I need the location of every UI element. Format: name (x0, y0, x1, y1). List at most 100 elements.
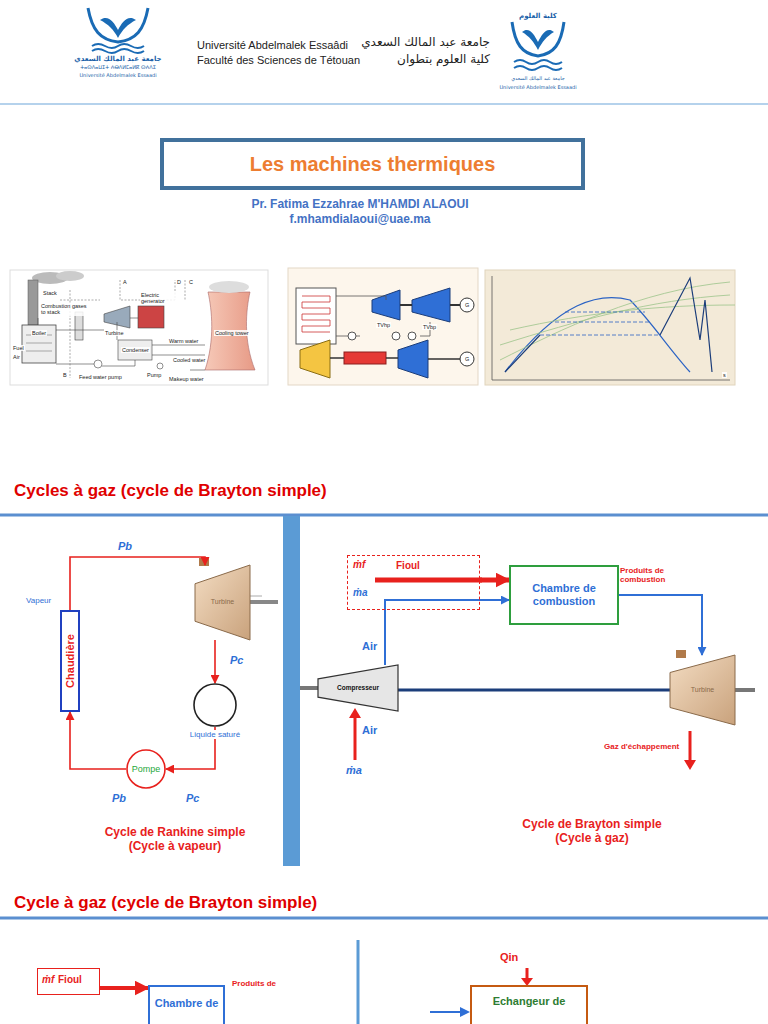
text-label: Université Abdelmalek Essaâdi (197, 39, 348, 52)
text-label: Air (362, 640, 377, 653)
brayton-details (300, 686, 320, 690)
bottom-details (430, 1011, 462, 1013)
text-label: Faculté des Sciences de Tétouan (197, 54, 360, 67)
combined-cycle-picture (302, 296, 330, 332)
picture-label: Boiler (31, 330, 47, 336)
power-plant-picture (10, 270, 268, 385)
power-plant-picture (60, 280, 185, 378)
picture-label: Air (12, 354, 21, 360)
connector (70, 557, 205, 610)
power-plant-picture (157, 363, 163, 369)
text-label: Qin (500, 951, 518, 964)
power-plant-picture (28, 280, 38, 325)
power-plant-picture (22, 325, 56, 363)
rankine-details (250, 600, 278, 604)
text-label: Pb (112, 792, 126, 805)
text-label: جامعة عبد المالك السعدي (511, 76, 565, 82)
text-label: Gaz d'échappement (604, 742, 679, 751)
picture-label: Makeup water (168, 376, 205, 382)
ts-diagram-picture (485, 270, 735, 385)
power-plant-picture (75, 312, 83, 340)
node-text: Echangeur de (493, 995, 566, 1008)
ts-diagram-picture (492, 276, 730, 380)
ts-diagram-picture (485, 270, 735, 385)
text-label: كلية العلوم (519, 12, 557, 20)
connector (70, 712, 126, 769)
combined-cycle-picture (336, 296, 430, 336)
power-plant-picture (118, 340, 152, 360)
picture-label: Cooling tower (214, 330, 250, 336)
university-logo-right (514, 66, 562, 70)
text-label: Pr. Fatima Ezzahrae M'HAMDI ALAOUI (251, 198, 468, 212)
power-plant-picture (26, 335, 52, 351)
university-logo-left (88, 8, 148, 42)
circle-outline (193, 683, 237, 727)
connector (398, 689, 670, 692)
text-label: Produits de combustion (620, 566, 692, 584)
brayton-details (349, 708, 361, 718)
header-rule (0, 103, 768, 105)
picture-label: D (176, 279, 182, 285)
power-plant-picture (205, 292, 255, 370)
combined-cycle-picture (460, 298, 474, 312)
university-logo-left (100, 18, 136, 38)
pump-circle: Pompe (126, 749, 166, 789)
ts-diagram-picture (500, 282, 735, 360)
node-text: ṁf (353, 559, 365, 571)
combined-cycle-picture (288, 268, 478, 385)
compressor-symbol: Compresseur (318, 665, 398, 711)
turbine-symbol: Turbine (195, 565, 250, 640)
university-logo-left (92, 49, 144, 53)
power-plant-picture (56, 271, 84, 281)
combined-cycle-picture (330, 358, 462, 359)
brayton-details (375, 578, 482, 583)
picture-label: Feed water pump (78, 374, 123, 380)
connector (619, 595, 702, 655)
combustion-chamber: Chambre de (148, 985, 225, 1024)
node-text: ṁf (42, 974, 54, 986)
boiler-box: Chaudière (60, 610, 80, 712)
combustion-chamber: Chambre de combustion (509, 565, 619, 625)
picture-label: Pump (146, 372, 162, 378)
node-text: Chaudière (64, 634, 77, 688)
combined-cycle-picture (372, 290, 400, 320)
picture-label: Warm water (168, 338, 199, 344)
text-label: Université Abdelmalek Essaadi (499, 85, 576, 91)
picture-label: Combustion gases to stack (40, 303, 88, 316)
circle-outline (127, 750, 165, 788)
text-label: جامعة عبد المالك السعدي (361, 36, 490, 50)
text-label: Vapeur (26, 596, 51, 605)
combined-cycle-picture (288, 268, 478, 385)
turbine-symbol: Turbine (670, 655, 735, 725)
brayton-details (354, 716, 357, 760)
combined-cycle-picture (344, 352, 386, 364)
power-plant-picture (209, 281, 249, 293)
heat-exchanger-box: Echangeur de (470, 985, 588, 1024)
picture-label: s (722, 372, 727, 378)
combined-cycle-picture (408, 332, 416, 340)
brayton-details (684, 760, 696, 770)
brayton-details (676, 650, 686, 658)
picture-label: B (62, 372, 68, 378)
picture-label: C (188, 279, 194, 285)
connector (214, 640, 216, 683)
node-text: Chambre de (155, 997, 219, 1010)
diagram-caption: Cycle de Brayton simple (Cycle à gaz) (507, 818, 677, 846)
connector (100, 986, 148, 990)
column-divider (283, 516, 300, 866)
combined-cycle-picture (412, 288, 450, 322)
node-text: Liquide saturé (188, 730, 242, 739)
combined-cycle-picture (400, 304, 412, 306)
text-label: ⵜⴰⵙⴷⴰⵡⵉⵜ ⵄⴱⴷⵍⵎⴰⵍⴽ ⵙⵄⴷⵉ (80, 65, 156, 71)
picture-label: TVbp (422, 324, 437, 330)
text-label: ṁa (346, 764, 362, 777)
section-heading: Cycles à gaz (cycle de Brayton simple) (14, 481, 327, 501)
connector (480, 578, 509, 583)
picture-label: A (122, 279, 128, 285)
picture-label: Stack (42, 290, 58, 296)
combined-cycle-picture (398, 340, 428, 378)
column-divider (357, 940, 360, 1024)
combined-cycle-picture (460, 352, 474, 366)
